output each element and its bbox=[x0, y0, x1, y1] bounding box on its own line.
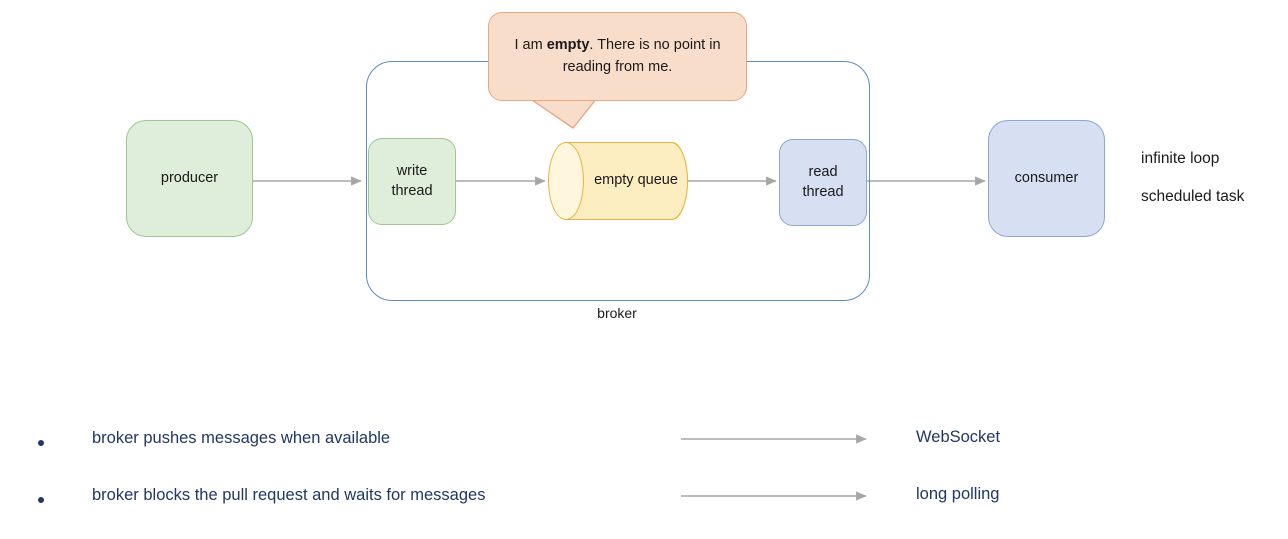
node-write-thread-label-line2: thread bbox=[391, 182, 433, 199]
bullet-marker-1 bbox=[38, 440, 44, 446]
node-consumer[interactable]: consumer bbox=[988, 120, 1105, 237]
callout-text: I am empty. There is no point in reading… bbox=[489, 35, 746, 77]
node-read-thread-label-line1: read bbox=[808, 163, 838, 180]
node-empty-queue[interactable]: empty queue bbox=[548, 142, 688, 220]
label-infinite-loop: infinite loop bbox=[1141, 150, 1220, 167]
cylinder-right-cap bbox=[654, 142, 688, 220]
node-empty-queue-label-line2: queue bbox=[637, 172, 678, 189]
bullet-marker-2 bbox=[38, 497, 44, 503]
label-scheduled-task: scheduled task bbox=[1141, 188, 1245, 205]
callout-empty-queue: I am empty. There is no point in reading… bbox=[488, 12, 747, 101]
node-empty-queue-label-line1: empty bbox=[594, 172, 634, 189]
cylinder-left-cap bbox=[548, 142, 584, 220]
node-write-thread[interactable]: write thread bbox=[368, 138, 456, 225]
callout-text-part1: I am bbox=[514, 37, 547, 54]
node-consumer-label: consumer bbox=[1014, 169, 1079, 186]
bullet-result-2: long polling bbox=[916, 485, 1000, 503]
bullet-text-2: broker blocks the pull request and waits… bbox=[92, 486, 486, 504]
node-read-thread[interactable]: read thread bbox=[779, 139, 867, 226]
bullet-text-1: broker pushes messages when available bbox=[92, 429, 391, 447]
node-empty-queue-label: empty queue bbox=[584, 142, 688, 220]
node-write-thread-label-line1: write bbox=[396, 162, 428, 179]
callout-text-part2: . There is no point in reading from me. bbox=[562, 37, 721, 75]
bullet-result-1: WebSocket bbox=[916, 428, 1001, 446]
node-producer-label: producer bbox=[160, 169, 219, 186]
broker-label: broker bbox=[597, 305, 637, 321]
node-producer[interactable]: producer bbox=[126, 120, 253, 237]
callout-text-bold: empty bbox=[546, 37, 590, 54]
node-read-thread-label-line2: thread bbox=[802, 183, 844, 200]
